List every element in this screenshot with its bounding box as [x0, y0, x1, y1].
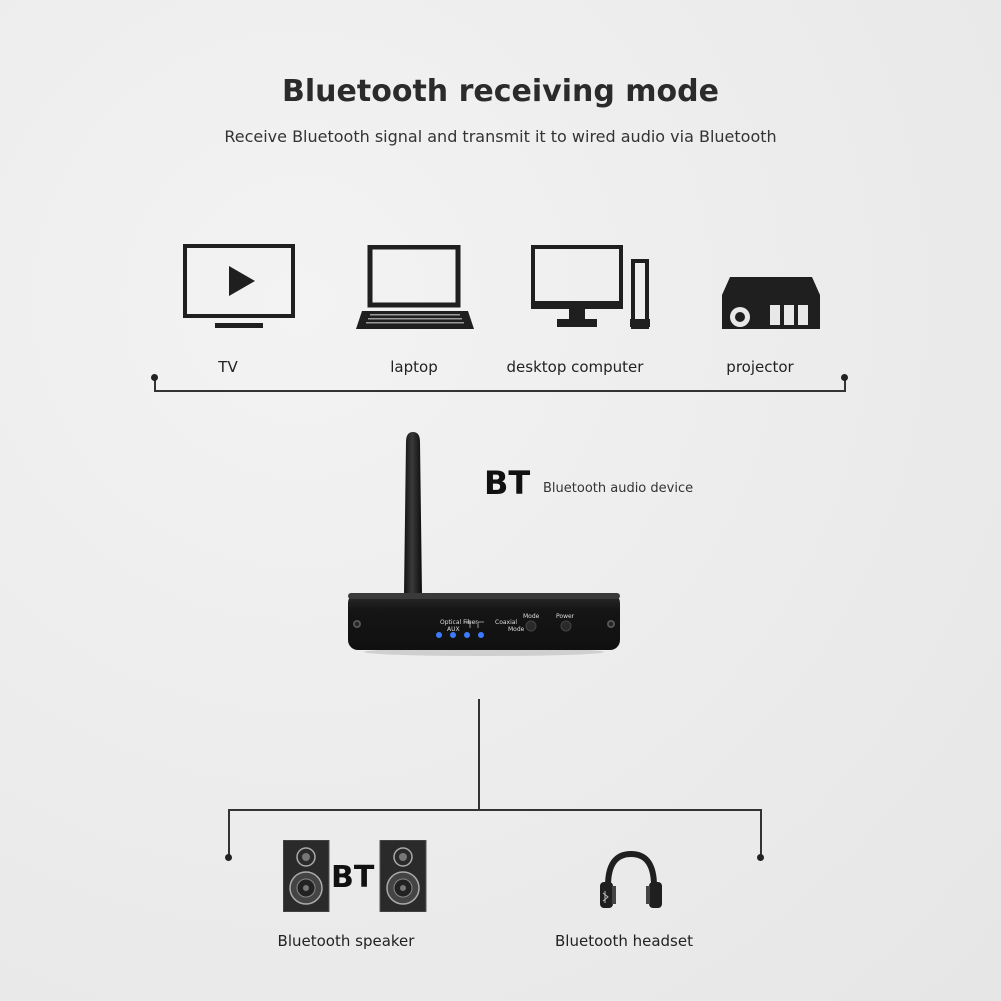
panel-label-mode: Mode [523, 613, 540, 620]
output-bracket-left-tick [228, 809, 230, 857]
headset-icon [598, 850, 664, 912]
tv-icon [183, 244, 295, 330]
source-bracket-right-tick [844, 378, 846, 391]
source-label-laptop: laptop [390, 358, 438, 376]
output-bracket-left-dot [225, 854, 232, 861]
page-title: Bluetooth receiving mode [282, 74, 719, 109]
panel-label-mode-small: Mode [508, 626, 525, 633]
output-bracket-right-tick [760, 809, 762, 857]
panel-label-optical: Optical Fiber [440, 619, 478, 626]
output-stem-line [478, 699, 480, 810]
source-label-tv: TV [218, 358, 238, 376]
speaker-bt-badge: BT [331, 860, 375, 895]
output-label-headset: Bluetooth headset [555, 932, 693, 950]
panel-label-coaxial: Coaxial [495, 619, 518, 626]
projector-icon [722, 277, 820, 331]
laptop-icon [356, 245, 474, 331]
page-subtitle: Receive Bluetooth signal and transmit it… [224, 127, 777, 146]
output-bracket-line [228, 809, 762, 811]
speaker-icon [283, 840, 427, 912]
bt-badge: BT [484, 464, 531, 502]
desktop-computer-icon [531, 245, 655, 331]
output-label-speaker: Bluetooth speaker [277, 932, 415, 950]
source-label-projector: projector [726, 358, 794, 376]
source-label-desktop-computer: desktop computer [506, 358, 644, 376]
output-bracket-right-dot [757, 854, 764, 861]
source-bracket-right-dot [841, 374, 848, 381]
panel-label-power: Power [556, 613, 575, 620]
bluetooth-audio-device [346, 430, 622, 656]
panel-label-aux: AUX [447, 626, 460, 633]
bt-device-caption: Bluetooth audio device [543, 481, 694, 496]
source-bracket-left-tick [154, 378, 156, 391]
source-bracket-line [154, 390, 846, 392]
source-bracket-left-dot [151, 374, 158, 381]
